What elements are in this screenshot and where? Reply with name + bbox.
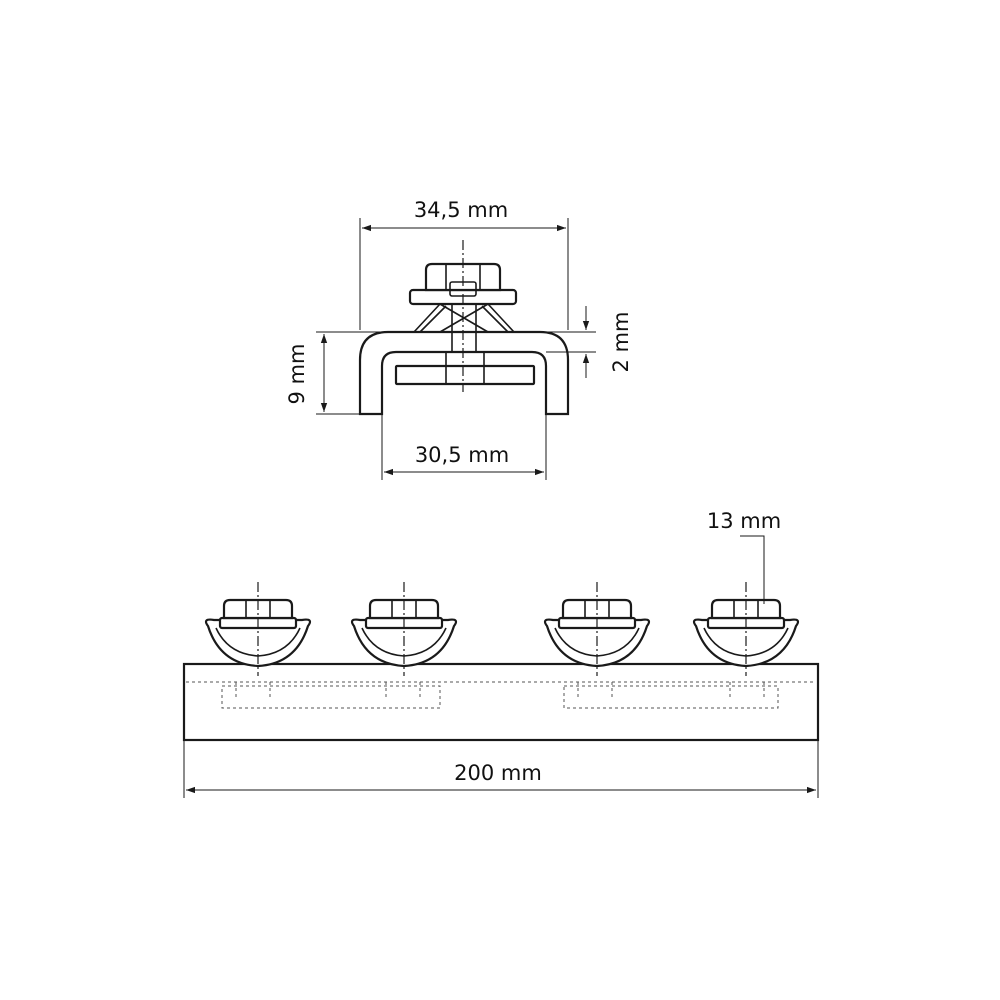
clamp-4 (692, 582, 800, 676)
inner-plate (394, 364, 536, 386)
dim-inner-width: 30,5 mm (415, 443, 509, 467)
clamp-wedge (413, 303, 515, 333)
clamp-1 (204, 582, 312, 676)
dim-thickness: 2 mm (609, 312, 633, 373)
dim-length: 200 mm (454, 761, 542, 785)
dim-height: 9 mm (285, 344, 309, 405)
dim-nut-size: 13 mm (707, 509, 781, 533)
cross-section-view: 34,5 mm 30,5 mm 9 mm 2 mm (285, 198, 633, 480)
clamp-2 (350, 582, 458, 676)
hidden-slot-right (563, 685, 779, 709)
hidden-slot-left (221, 685, 441, 709)
rail-bar (182, 662, 820, 742)
clamp-3 (543, 582, 651, 676)
dim-top-width: 34,5 mm (414, 198, 508, 222)
leader-nut-size (740, 535, 765, 604)
side-view: 13 mm 200 mm (182, 509, 820, 798)
